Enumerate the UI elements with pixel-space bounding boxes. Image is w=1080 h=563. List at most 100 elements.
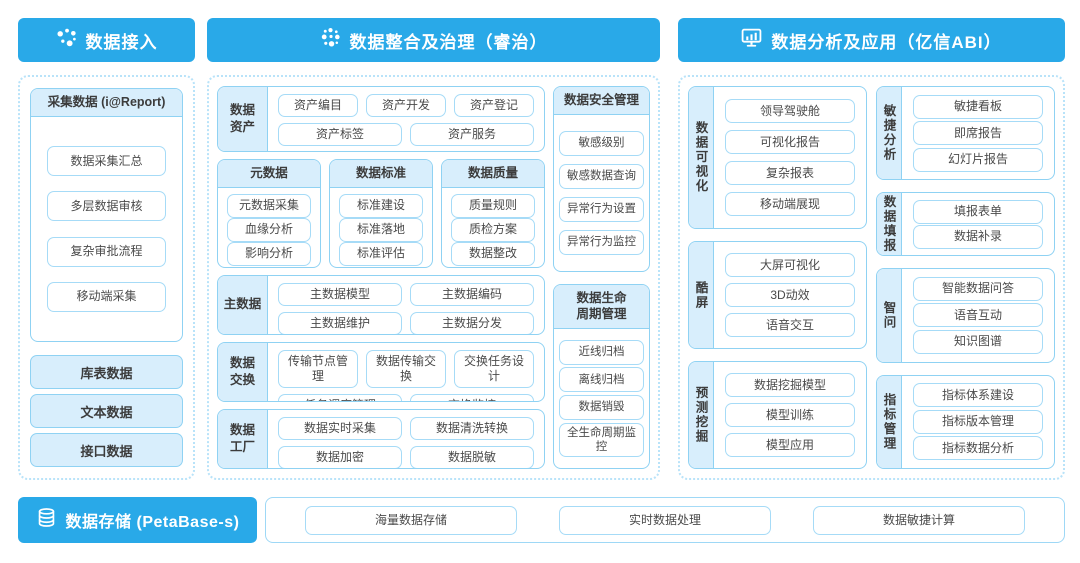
item-box: 异常行为设置 [559, 196, 644, 222]
group-label: 智问 [877, 269, 902, 362]
item-box: 数据采集汇总 [47, 146, 166, 177]
group-title: 数据标准 [330, 160, 432, 188]
storage-label: 数据存储 (PetaBase-s) [65, 514, 240, 531]
item-box: 语音互动 [913, 303, 1043, 328]
item-box: 全生命周期监控 [559, 422, 644, 458]
group-data-asset: 数据 资产 资产编目资产开发资产登记资产标签资产服务 [217, 86, 545, 152]
group-label: 数据 工厂 [218, 410, 268, 468]
item-box: 元数据采集 [227, 193, 311, 218]
group-label: 敏捷分析 [877, 87, 902, 180]
item-box: 可视化报告 [725, 130, 855, 155]
item-row: 传输节点管理数据传输交换交换任务设计 [278, 350, 534, 388]
item-box: 填报表单 [913, 199, 1043, 224]
item-box: 资产服务 [410, 123, 534, 146]
item-box: 交换监控 [410, 394, 534, 401]
group-title: 数据生命 周期管理 [554, 284, 649, 330]
item-box: 领导驾驶舱 [725, 99, 855, 124]
item-box: 主数据模型 [278, 283, 402, 306]
item-box: 数据实时采集 [278, 417, 402, 440]
header-label: 数据整合及治理（睿治） [349, 32, 548, 52]
group-title: 数据质量 [442, 160, 544, 188]
dots-network-icon [56, 27, 77, 53]
item-box: 敏感数据查询 [559, 163, 644, 189]
item-box: 海量数据存储 [305, 505, 517, 535]
group-data-reporting: 数据填报 填报表单数据补录 [876, 192, 1055, 257]
group-label: 指标管理 [877, 375, 902, 468]
governance-triple-row: 元数据 元数据采集血缘分析影响分析 数据标准 标准建设标准落地标准评估 数据质量… [217, 159, 545, 268]
item-box: 数据清洗转换 [410, 417, 534, 440]
header-data-access: 数据接入 [18, 18, 195, 62]
item-box: 资产开发 [366, 94, 446, 117]
item-box: 即席报告 [913, 121, 1043, 146]
item-box: 资产编目 [278, 94, 358, 117]
item-box: 复杂审批流程 [47, 236, 166, 267]
item-box: 指标体系建设 [913, 383, 1043, 408]
item-box: 3D动效 [725, 283, 855, 308]
item-box: 传输节点管理 [278, 350, 358, 388]
item-box: 主数据分发 [410, 312, 534, 334]
group-label: 预测挖掘 [689, 362, 714, 469]
item-box: 近线归档 [559, 339, 644, 365]
storage-panel: 海量数据存储实时数据处理数据敏捷计算 [265, 497, 1065, 543]
item-box: 资产登记 [454, 94, 534, 117]
item-row: 数据加密数据脱敏 [278, 446, 534, 468]
group-data-exchange: 数据 交换 传输节点管理数据传输交换交换任务设计任务调度管理交换监控 [217, 342, 545, 402]
item-box: 质量规则 [451, 193, 535, 218]
item-row: 主数据维护主数据分发 [278, 312, 534, 334]
group-label: 主数据 [218, 276, 268, 334]
item-box: 知识图谱 [913, 329, 1043, 354]
item-box: 数据挖掘模型 [725, 373, 855, 398]
group-label: 数据可视化 [689, 87, 714, 229]
group-data-factory: 数据 工厂 数据实时采集数据清洗转换数据加密数据脱敏 [217, 409, 545, 469]
item-box: 幻灯片报告 [913, 147, 1043, 172]
item-box: 模型应用 [725, 433, 855, 458]
group-smart-qa: 智问 智能数据问答语音互动知识图谱 [876, 268, 1055, 363]
group-predictive-mining: 预测挖掘 数据挖掘模型模型训练模型应用 [688, 361, 867, 470]
item-box: 数据传输交换 [366, 350, 446, 388]
monitor-chart-icon [741, 27, 762, 53]
governance-main-column: 数据 资产 资产编目资产开发资产登记资产标签资产服务 元数据 元数据采集血缘分析… [217, 86, 545, 469]
item-box: 数据敏捷计算 [813, 505, 1025, 535]
item-box: 标准建设 [339, 193, 423, 218]
item-row: 资产标签资产服务 [278, 123, 534, 146]
group-metadata: 元数据 元数据采集血缘分析影响分析 [217, 159, 321, 268]
data-source-box: 库表数据 [30, 355, 183, 389]
item-box: 指标版本管理 [913, 409, 1043, 434]
item-box: 复杂报表 [725, 161, 855, 186]
item-box: 异常行为监控 [559, 229, 644, 255]
collect-card-items: 数据采集汇总多层数据审核复杂审批流程移动端采集 [31, 117, 182, 341]
header-governance: 数据整合及治理（睿治） [207, 18, 660, 62]
item-box: 模型训练 [725, 403, 855, 428]
item-box: 主数据维护 [278, 312, 402, 334]
header-label: 数据接入 [85, 32, 158, 52]
group-data-security: 数据安全管理 敏感级别敏感数据查询异常行为设置异常行为监控 [553, 86, 650, 272]
analysis-right-column: 敏捷分析 敏捷看板即席报告幻灯片报告 数据填报 填报表单数据补录 智问 智能数据… [876, 86, 1055, 469]
group-label: 酷屏 [689, 242, 714, 349]
item-box: 智能数据问答 [913, 276, 1043, 301]
item-box: 主数据编码 [410, 283, 534, 306]
item-box: 影响分析 [227, 241, 311, 266]
database-icon [36, 507, 57, 533]
dots-cluster-icon [320, 27, 341, 53]
collect-data-card: 采集数据 (i@Report) 数据采集汇总多层数据审核复杂审批流程移动端采集 [30, 88, 183, 342]
group-data-visualization: 数据可视化 领导驾驶舱可视化报告复杂报表移动端展现 [688, 86, 867, 230]
item-box: 数据销毁 [559, 395, 644, 421]
storage-header: 数据存储 (PetaBase-s) [18, 497, 257, 543]
group-label: 数据填报 [877, 193, 902, 256]
item-box: 大屏可视化 [725, 253, 855, 278]
item-box: 移动端采集 [47, 281, 166, 312]
group-title: 元数据 [218, 160, 320, 188]
item-box: 质检方案 [451, 217, 535, 242]
item-row: 资产编目资产开发资产登记 [278, 94, 534, 117]
data-source-list: 库表数据文本数据接口数据 [30, 355, 183, 467]
item-box: 交换任务设计 [454, 350, 534, 388]
item-box: 多层数据审核 [47, 191, 166, 222]
item-box: 资产标签 [278, 123, 402, 146]
item-box: 标准落地 [339, 217, 423, 242]
data-source-box: 文本数据 [30, 394, 183, 428]
item-row: 数据实时采集数据清洗转换 [278, 417, 534, 440]
group-data-standard: 数据标准 标准建设标准落地标准评估 [329, 159, 433, 268]
